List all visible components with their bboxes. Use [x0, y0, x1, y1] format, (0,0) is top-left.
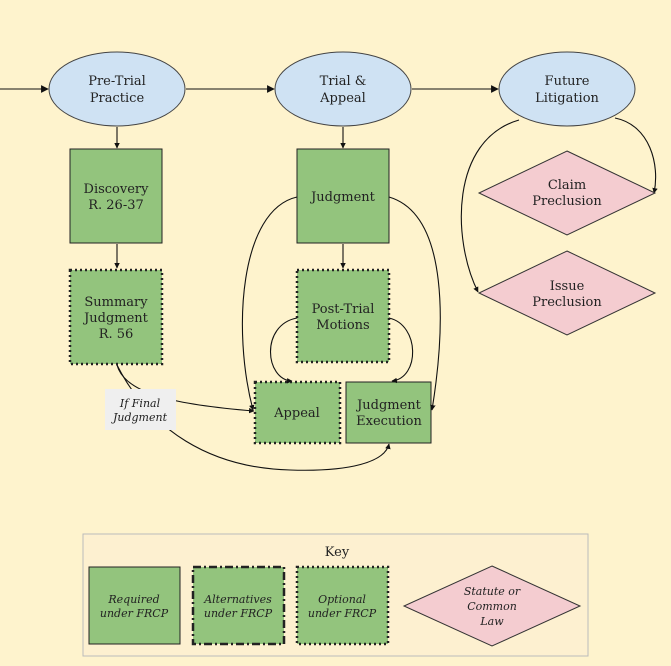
box-summary-judgment: Summary Judgment R. 56: [68, 268, 164, 366]
edge-judgment-to-execution: [388, 196, 441, 411]
key-statute: Statute or Common Law: [402, 565, 582, 647]
stage-future-line-2: Litigation: [535, 91, 599, 106]
posttrial-line-2: Motions: [316, 318, 369, 333]
summary-line-2: Judgment: [82, 311, 149, 326]
box-judgment: Judgment: [296, 148, 390, 244]
stage-pretrial-line-1: Pre-Trial: [88, 74, 146, 89]
box-appeal: Appeal: [253, 380, 342, 445]
edge-posttrial-to-appeal: [270, 317, 298, 384]
stage-pretrial: Pre-Trial Practice: [48, 51, 186, 127]
edge-future-to-claim: [614, 117, 658, 194]
key-alternatives-line-2: under FRCP: [204, 607, 273, 620]
edge-posttrial-to-execution: [388, 317, 414, 384]
stage-trial-line-1: Trial &: [320, 74, 367, 89]
note-line-1: If Final: [119, 397, 161, 410]
judgment-label: Judgment: [309, 190, 376, 205]
legend-key: Key Required under FRCP Alternatives und…: [82, 533, 589, 657]
key-alternatives-line-1: Alternatives: [203, 593, 272, 606]
summary-line-3: R. 56: [99, 327, 134, 342]
issue-line-1: Issue: [550, 279, 585, 294]
key-statute-line-3: Law: [479, 615, 504, 628]
posttrial-line-1: Post-Trial: [312, 302, 375, 317]
edge-judgment-to-appeal: [241, 196, 298, 411]
summary-line-1: Summary: [84, 295, 148, 310]
edge-future-to-issue: [460, 119, 520, 293]
diamond-claim-preclusion: Claim Preclusion: [477, 150, 657, 236]
stage-future-line-1: Future: [545, 74, 590, 89]
diamond-issue-preclusion: Issue Preclusion: [477, 250, 657, 336]
issue-line-2: Preclusion: [532, 295, 602, 310]
key-required: Required under FRCP: [88, 566, 181, 645]
discovery-line-2: R. 26-37: [88, 198, 144, 213]
execution-line-2: Execution: [356, 414, 422, 429]
key-alternatives: Alternatives under FRCP: [191, 565, 286, 646]
key-statute-line-2: Common: [467, 600, 517, 613]
key-optional: Optional under FRCP: [295, 565, 390, 646]
note-line-2: Judgment: [111, 411, 168, 424]
key-title: Key: [325, 545, 350, 560]
key-optional-line-1: Optional: [318, 593, 366, 606]
box-judgment-execution: Judgment Execution: [345, 381, 432, 444]
appeal-label: Appeal: [273, 406, 320, 421]
key-required-line-2: under FRCP: [100, 607, 169, 620]
claim-line-2: Preclusion: [532, 194, 602, 209]
stage-trial: Trial & Appeal: [274, 51, 412, 127]
key-statute-line-1: Statute or: [464, 585, 521, 598]
stage-trial-line-2: Appeal: [319, 91, 366, 106]
key-optional-line-2: under FRCP: [308, 607, 377, 620]
box-post-trial-motions: Post-Trial Motions: [295, 268, 391, 364]
execution-line-1: Judgment: [355, 398, 422, 413]
box-discovery: Discovery R. 26-37: [69, 148, 163, 244]
key-required-line-1: Required: [107, 593, 159, 606]
discovery-line-1: Discovery: [84, 182, 150, 197]
stage-future: Future Litigation: [498, 51, 636, 127]
claim-line-1: Claim: [548, 178, 586, 193]
note-if-final-judgment: If Final Judgment: [105, 389, 176, 430]
stage-pretrial-line-2: Practice: [90, 91, 145, 106]
